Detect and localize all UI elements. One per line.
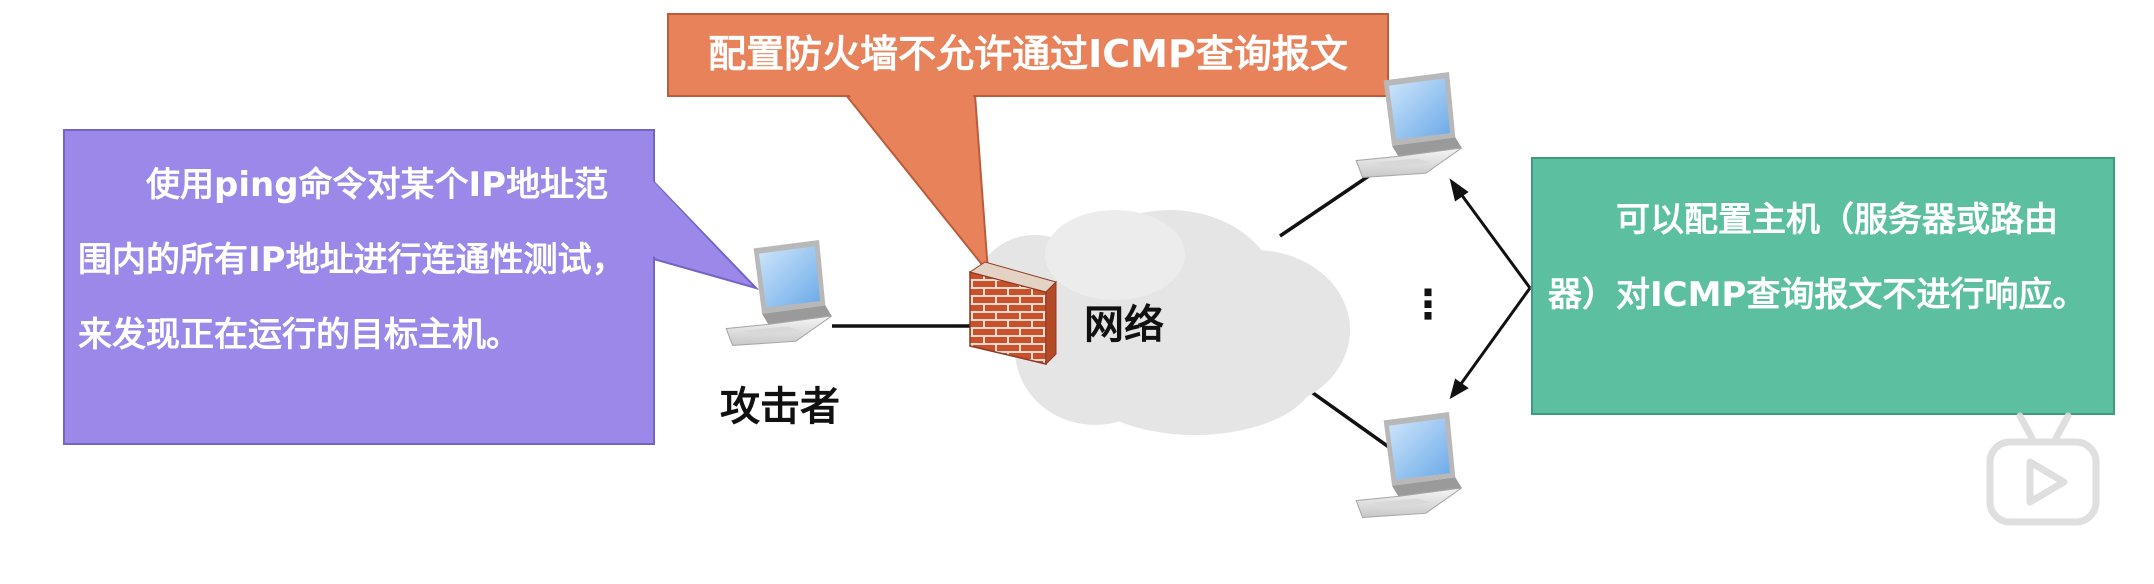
ping-scan-callout-text: 使用ping命令对某个IP地址范围内的所有IP地址进行连通性测试，来发现正在运行… — [78, 165, 626, 355]
firewall-callout-text: 配置防火墙不允许通过ICMP查询报文 — [708, 32, 1348, 76]
host-config-callout-text: 可以配置主机（服务器或路由器）对ICMP查询报文不进行响应。 — [1548, 200, 2087, 315]
firewall-brick-icon — [968, 261, 1057, 366]
host-config-callout — [1531, 157, 2115, 415]
attacker-label: 攻击者 — [720, 384, 840, 430]
firewall-callout — [667, 13, 1389, 276]
network-label: 网络 — [1084, 302, 1164, 348]
ping-scan-callout — [63, 129, 760, 445]
callout-arrows — [1449, 178, 1532, 400]
ellipsis-label: ⋮ — [1408, 282, 1448, 328]
attacker-laptop-icon — [725, 240, 833, 346]
network-cloud-icon — [975, 210, 1350, 435]
target-laptop-bottom-icon — [1355, 412, 1463, 518]
play-button-icon[interactable] — [1986, 412, 2100, 526]
